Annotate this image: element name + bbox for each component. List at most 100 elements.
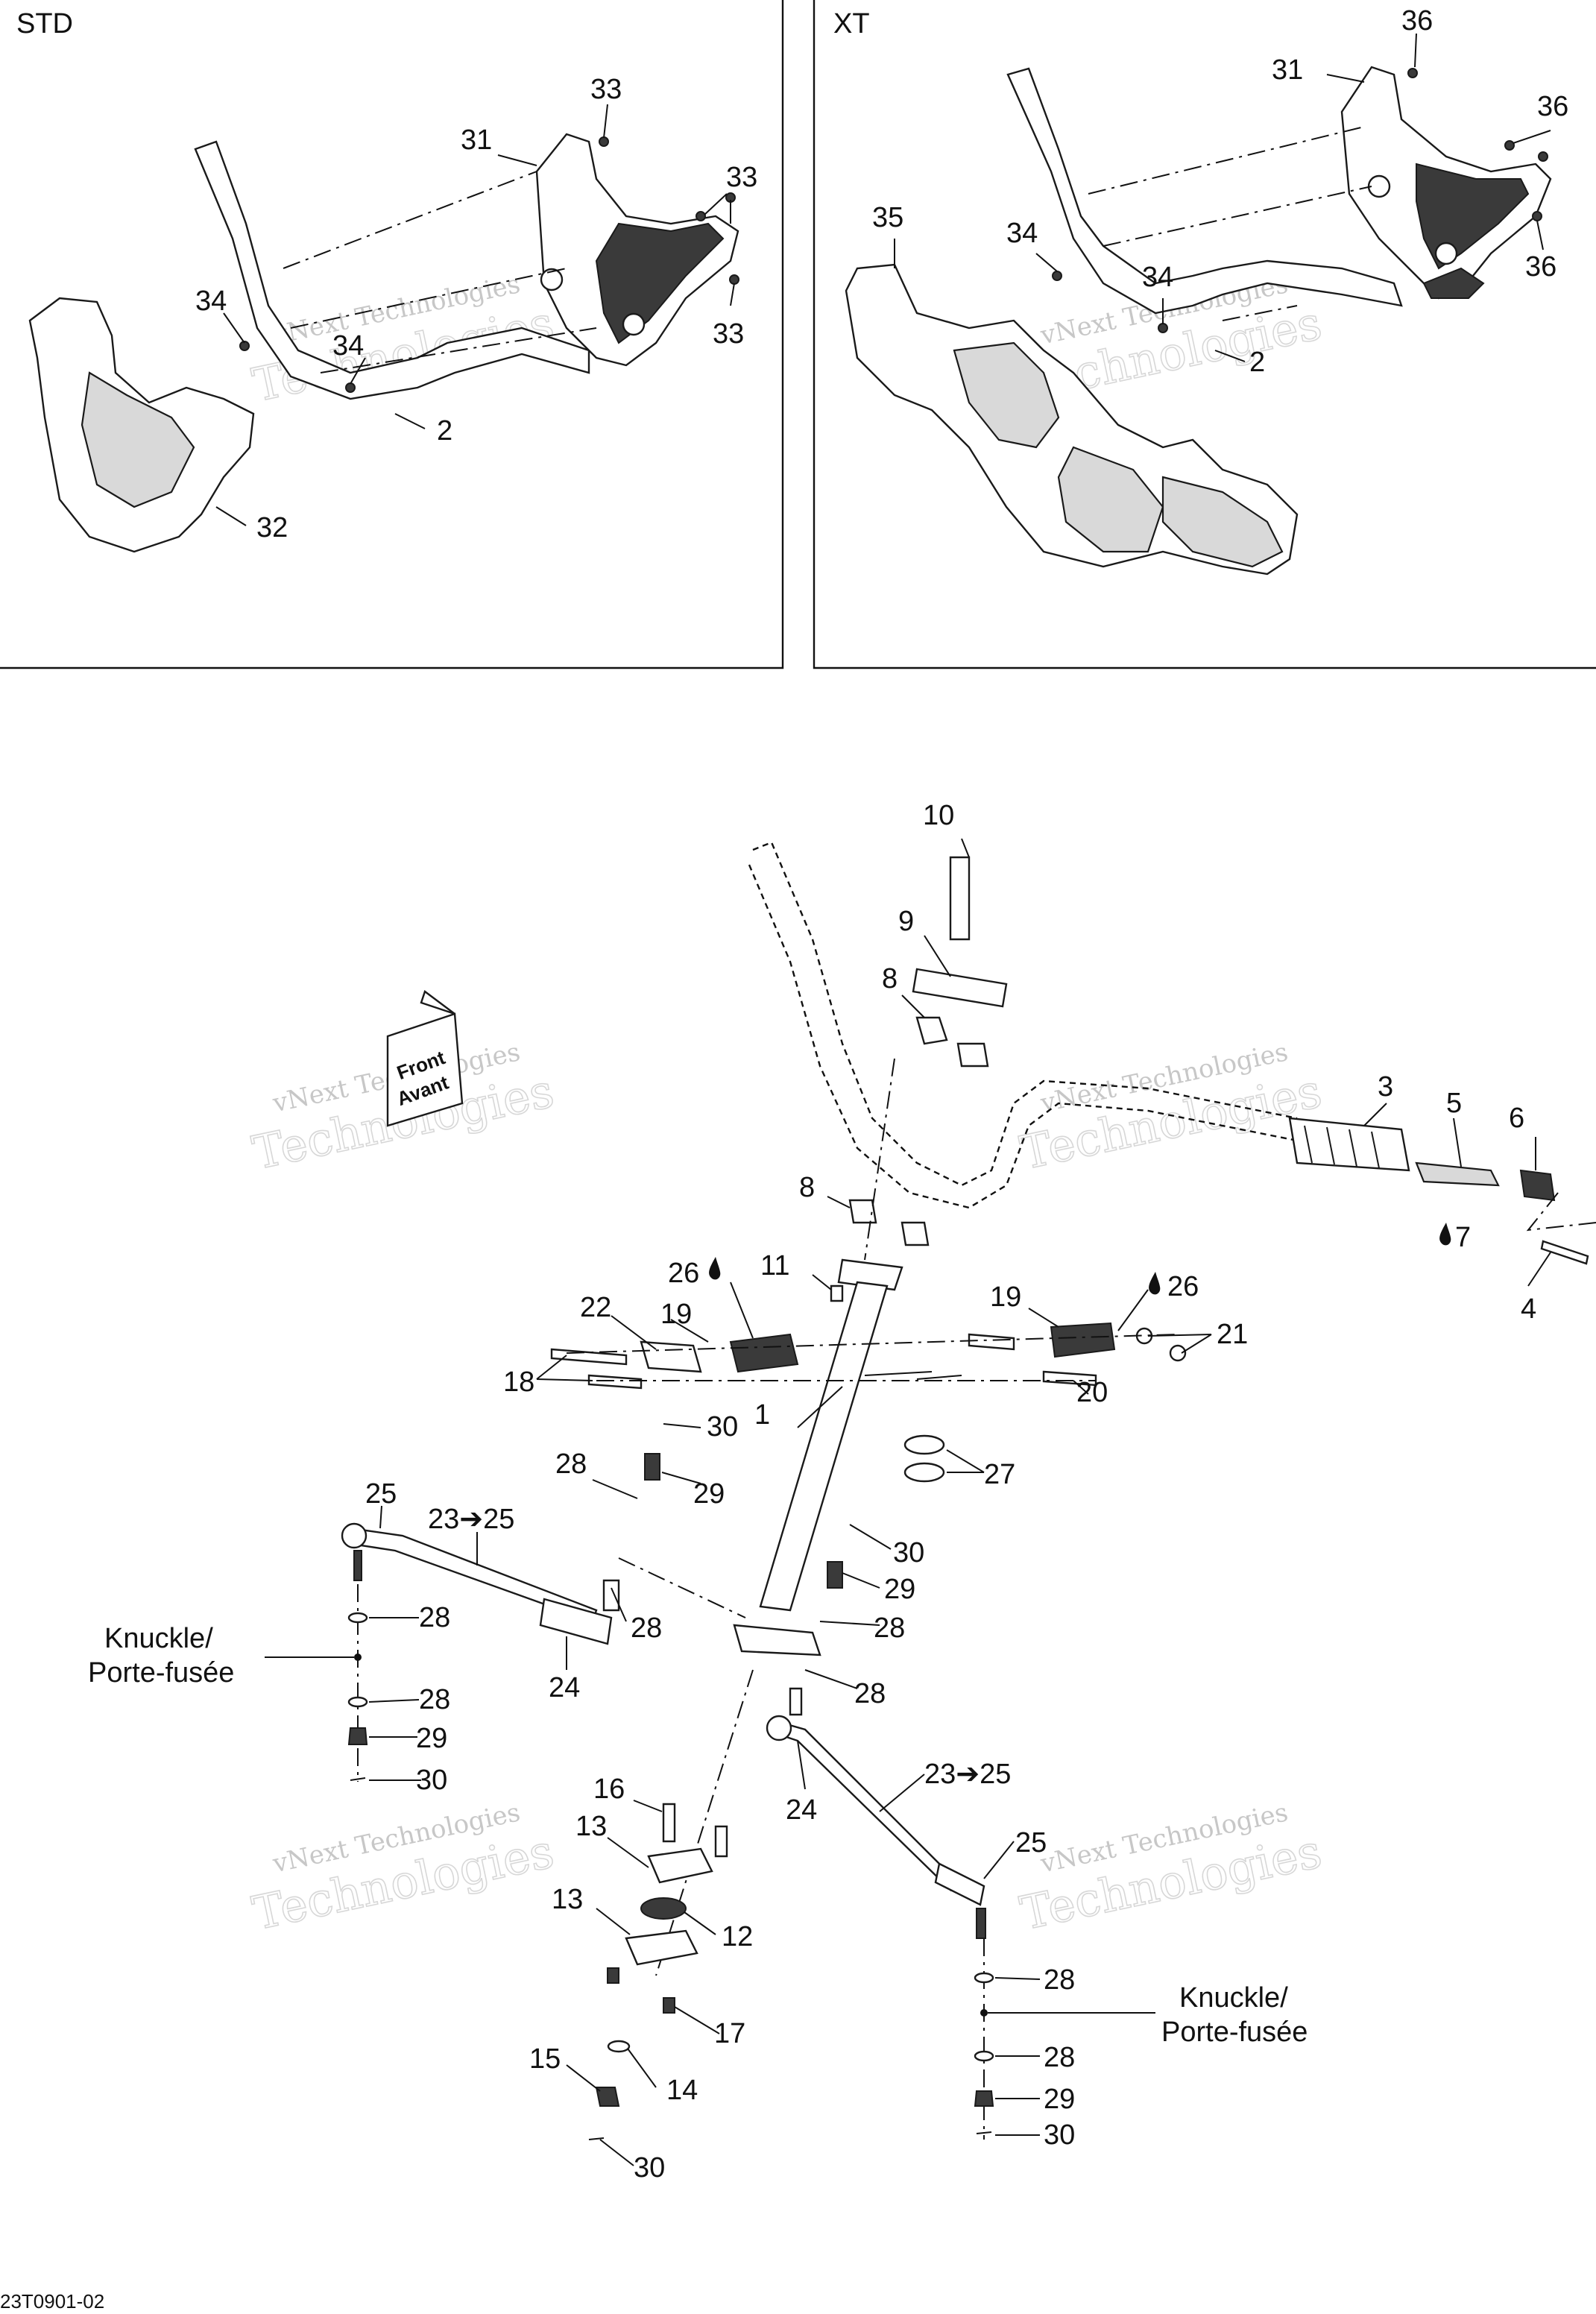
o-rings-27 <box>903 1434 945 1483</box>
knuckle-label-left-line1: Knuckle/ <box>104 1623 213 1654</box>
steering-column-1 <box>618 1058 903 1976</box>
std-hand-guard-31 <box>535 133 739 367</box>
callout-xt-35: 35 <box>872 202 903 233</box>
callout-xt-31: 31 <box>1272 54 1303 86</box>
callout-26b: 26 <box>1167 1271 1199 1302</box>
callout-std-2: 2 <box>437 415 452 447</box>
callout-24a: 24 <box>549 1672 580 1703</box>
callout-std-33c: 33 <box>713 318 744 350</box>
lower-bearing-stack <box>588 1803 728 2140</box>
xt-panel: XT <box>813 0 1596 669</box>
oil-drop-icon <box>1439 1223 1451 1246</box>
callout-13a: 13 <box>575 1811 607 1842</box>
callout-std-33b: 33 <box>726 162 757 193</box>
callout-1: 1 <box>754 1399 770 1431</box>
callout-18: 18 <box>503 1366 534 1398</box>
lubricant-icons <box>709 1223 1451 1295</box>
std-cover-32 <box>28 297 255 553</box>
grip-3 <box>1288 1117 1410 1172</box>
callout-std-34b: 34 <box>332 330 364 362</box>
xt-handlebar <box>1006 67 1403 315</box>
callout-21: 21 <box>1217 1319 1248 1350</box>
xt-panel-title: XT <box>833 8 870 40</box>
brackets <box>550 1322 1187 1390</box>
main-leaders <box>368 838 1551 2166</box>
callout-30d: 30 <box>634 2152 665 2184</box>
callout-xt-34a: 34 <box>1006 218 1038 249</box>
main-handlebar-outline <box>748 841 1298 1209</box>
xt-centerlines <box>1088 126 1372 321</box>
callout-30b: 30 <box>893 1537 924 1569</box>
callout-xt-36c: 36 <box>1525 251 1556 283</box>
callout-12: 12 <box>722 1921 753 1952</box>
callout-27: 27 <box>984 1459 1015 1490</box>
heater-5 <box>1415 1161 1500 1187</box>
callout-28h: 28 <box>1044 2042 1075 2073</box>
callout-22: 22 <box>580 1292 611 1323</box>
callout-30a: 30 <box>707 1411 738 1443</box>
callout-4: 4 <box>1521 1293 1536 1325</box>
knuckle-label-right-line2: Porte-fusée <box>1161 2017 1308 2048</box>
tie-rod-left <box>341 1522 620 1645</box>
callout-28f: 28 <box>419 1684 450 1715</box>
main-callouts: 10 9 8 3 5 6 7 4 8 26 11 19 22 18 19 26 … <box>365 800 1536 2184</box>
std-centerlines <box>283 171 597 373</box>
callout-xt-36a: 36 <box>1401 5 1433 37</box>
knuckle-stack-right <box>974 1938 1155 2140</box>
screw-4 <box>1526 1192 1596 1265</box>
callout-30c: 30 <box>416 1765 447 1796</box>
callout-10: 10 <box>923 800 954 831</box>
callout-std-32: 32 <box>256 512 288 543</box>
small-bolts <box>644 1284 844 1589</box>
callout-26a: 26 <box>668 1258 699 1289</box>
front-arrow: Front Avant <box>386 990 464 1127</box>
callout-11: 11 <box>760 1250 789 1281</box>
xt-cover-35 <box>845 263 1299 576</box>
xt-callouts: 36 31 36 36 35 34 34 2 <box>872 5 1568 378</box>
callout-8a: 8 <box>882 963 898 994</box>
end-cap-6 <box>1519 1169 1556 1202</box>
bushings-8 <box>848 1016 989 1246</box>
oil-drop-icon <box>709 1257 721 1280</box>
callout-24b: 24 <box>786 1794 817 1826</box>
callout-9: 9 <box>898 906 914 937</box>
callout-8b: 8 <box>799 1172 815 1203</box>
callout-25a: 25 <box>365 1478 397 1510</box>
callout-29d: 29 <box>1044 2084 1075 2115</box>
drawing-code: 23T0901-02 <box>0 2290 104 2313</box>
oil-drop-icon <box>1149 1272 1161 1295</box>
callout-15: 15 <box>529 2043 561 2075</box>
callout-28a: 28 <box>555 1448 587 1480</box>
callout-std-34a: 34 <box>195 286 227 317</box>
std-panel: STD <box>0 0 784 669</box>
knuckle-label-right: Knuckle/ Porte-fusée <box>1161 1982 1308 2048</box>
callout-30e: 30 <box>1044 2119 1075 2151</box>
callout-13b: 13 <box>552 1884 583 1915</box>
callout-28e: 28 <box>631 1612 662 1644</box>
knuckle-label-left-line2: Porte-fusée <box>88 1657 234 1689</box>
callout-16: 16 <box>593 1774 625 1805</box>
callout-19b: 19 <box>990 1281 1021 1313</box>
callout-23-25b: 23➔25 <box>924 1759 1011 1790</box>
callout-25b: 25 <box>1015 1827 1047 1859</box>
std-panel-title: STD <box>16 8 73 40</box>
callout-7: 7 <box>1455 1222 1471 1253</box>
xt-hand-guard-31 <box>1340 66 1552 300</box>
callout-28c: 28 <box>854 1678 886 1709</box>
knuckle-label-left: Knuckle/ Porte-fusée <box>88 1623 234 1689</box>
tie-rod-right <box>766 1687 986 1939</box>
callout-17: 17 <box>714 2018 745 2049</box>
callout-5: 5 <box>1446 1088 1462 1119</box>
callout-19a: 19 <box>660 1299 692 1330</box>
callout-28g: 28 <box>1044 1964 1075 1996</box>
clamp-9 <box>912 856 1008 1008</box>
xt-screws <box>1052 68 1548 333</box>
callout-20: 20 <box>1076 1377 1108 1408</box>
std-callouts: 31 33 33 33 34 34 2 32 <box>195 74 757 543</box>
callout-28d: 28 <box>419 1602 450 1633</box>
callout-29c: 29 <box>416 1723 447 1754</box>
callout-xt-2: 2 <box>1249 347 1265 378</box>
callout-xt-34b: 34 <box>1142 262 1173 293</box>
knuckle-stack-left <box>265 1584 368 1782</box>
callout-28b: 28 <box>874 1612 905 1644</box>
